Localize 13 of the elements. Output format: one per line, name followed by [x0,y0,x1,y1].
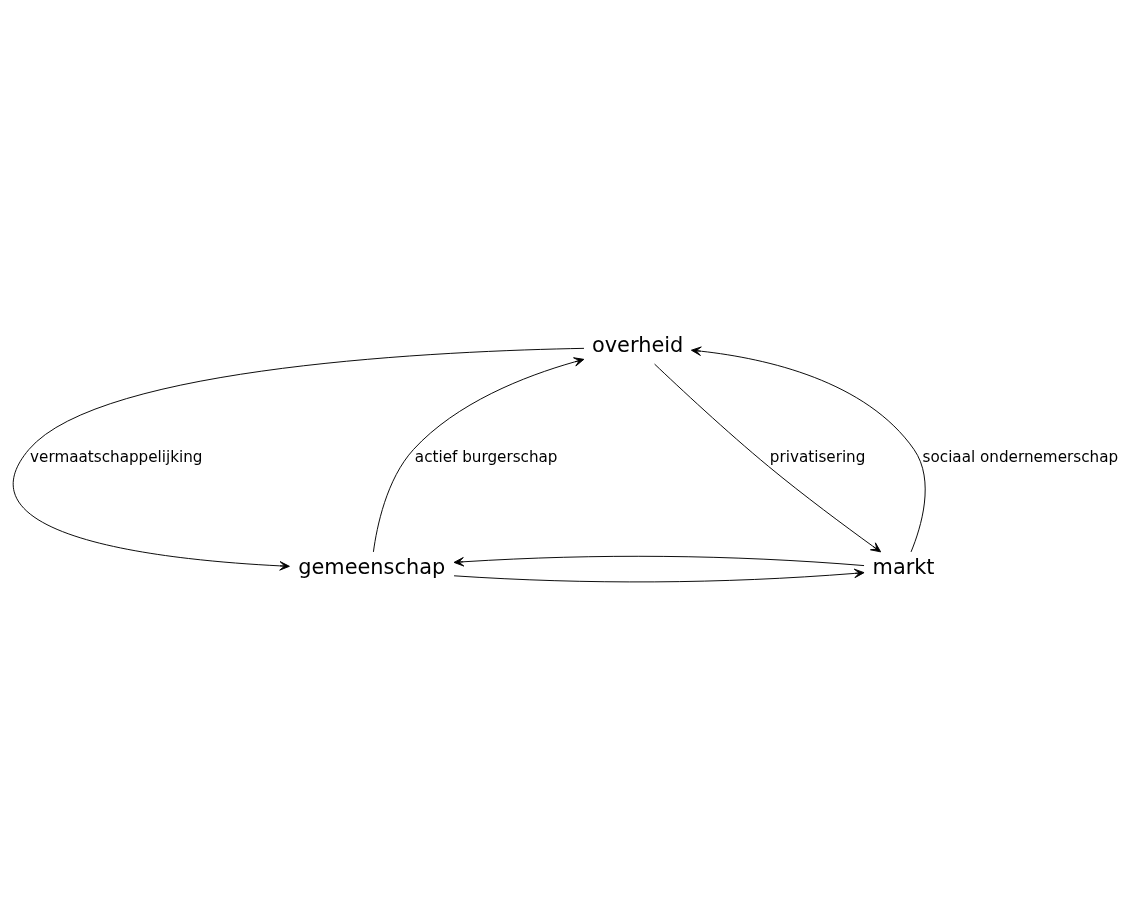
node-text: gemeenschap [298,555,446,580]
arrow [372,357,585,553]
arrow [654,363,882,553]
node-text: overheid [591,333,684,358]
edge-label: sociaal ondernemerschap [922,447,1119,466]
edge-label: vermaatschappelijking [30,447,203,466]
node-text: markt [872,555,935,580]
edge-label: actief burgerschap [414,447,558,466]
arrow [12,347,585,571]
arrow [453,555,865,567]
arrow [453,568,865,583]
arrow [690,346,926,553]
edge-label: privatisering [769,447,866,466]
